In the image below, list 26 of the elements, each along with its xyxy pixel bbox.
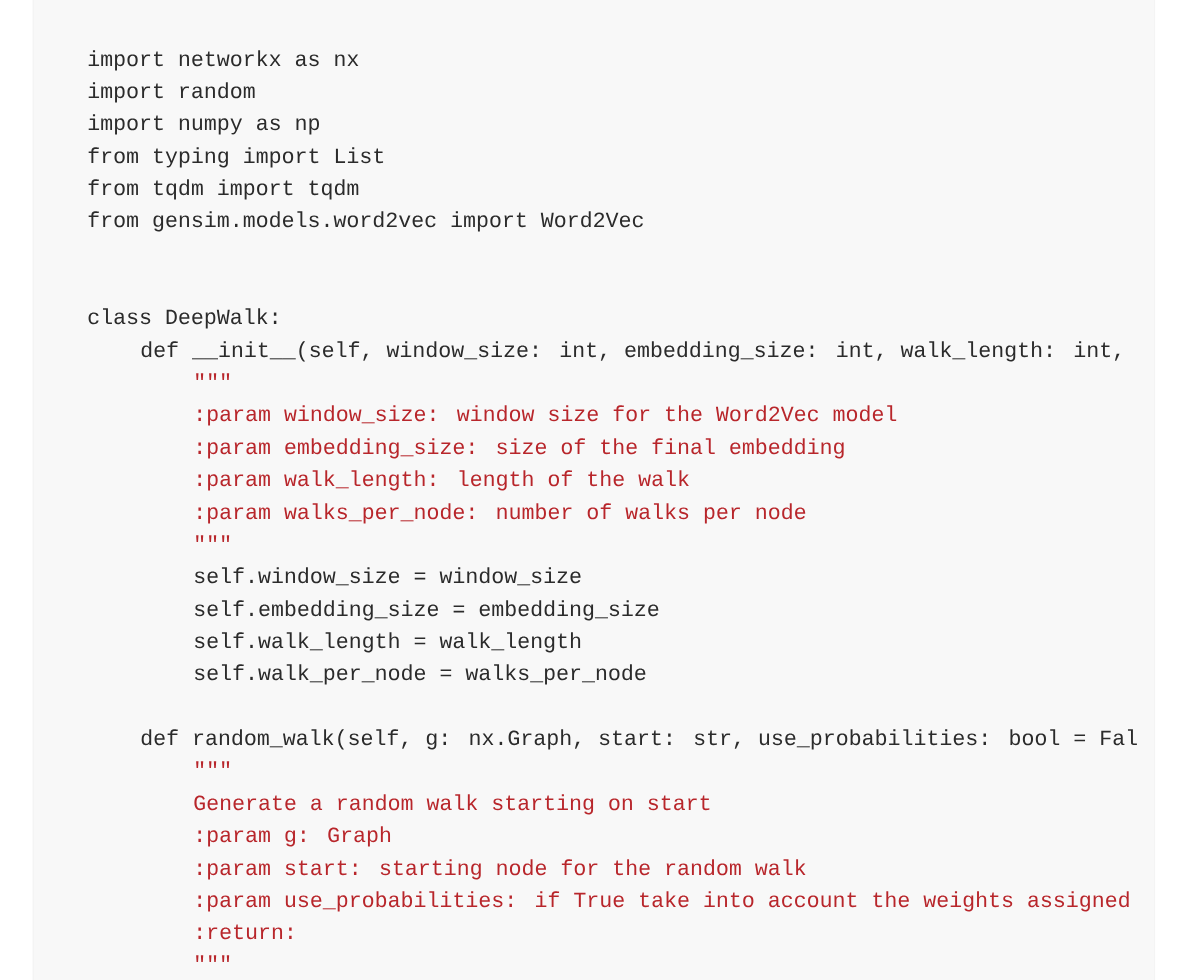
code-line: :return: bbox=[198, 924, 292, 940]
code-line: from gensim.models.word2vec import Word2Vec bbox=[88, 211, 643, 232]
code-line: """ bbox=[196, 535, 230, 543]
code-line: :param window_size: window size for the Word2Vec model bbox=[198, 405, 897, 426]
code-line: self.window_size = window_size bbox=[194, 567, 581, 586]
code-line: :param embedding_size: size of the final embedding bbox=[198, 438, 844, 459]
code-line: """ bbox=[196, 955, 230, 963]
code-line: def random_walk(self, g: nx.Graph, start: str, use_probabilities: bool = Fal bbox=[141, 729, 1137, 750]
code-line: self.embedding_size = embedding_size bbox=[194, 600, 659, 621]
code-line: import numpy as np bbox=[88, 114, 319, 135]
code-line: def __init__(self, window_size: int, embedding_size: int, walk_length: int, bbox=[141, 341, 1120, 362]
code-line: from tqdm import tqdm bbox=[88, 179, 359, 200]
code-line: :param use_probabilities: if True take into account the weights assigned bbox=[198, 891, 1129, 912]
code-line: :param walks_per_node: number of walks per node bbox=[198, 503, 806, 524]
code-line: """ bbox=[196, 761, 230, 769]
code-line: :param walk_length: length of the walk bbox=[198, 470, 689, 491]
code-line: self.walk_length = walk_length bbox=[194, 632, 581, 653]
code-line: class DeepWalk: bbox=[88, 308, 277, 329]
code-line: :param g: Graph bbox=[198, 826, 390, 847]
code-line: self.walk_per_node = walks_per_node bbox=[194, 664, 646, 685]
code-line: :param start: starting node for the random walk bbox=[198, 859, 806, 880]
code-line: Generate a random walk starting on start bbox=[194, 794, 710, 815]
code-line: import random bbox=[88, 82, 255, 103]
code-line: from typing import List bbox=[88, 147, 384, 168]
code-line: import networkx as nx bbox=[88, 50, 359, 71]
code-line: """ bbox=[196, 373, 230, 381]
